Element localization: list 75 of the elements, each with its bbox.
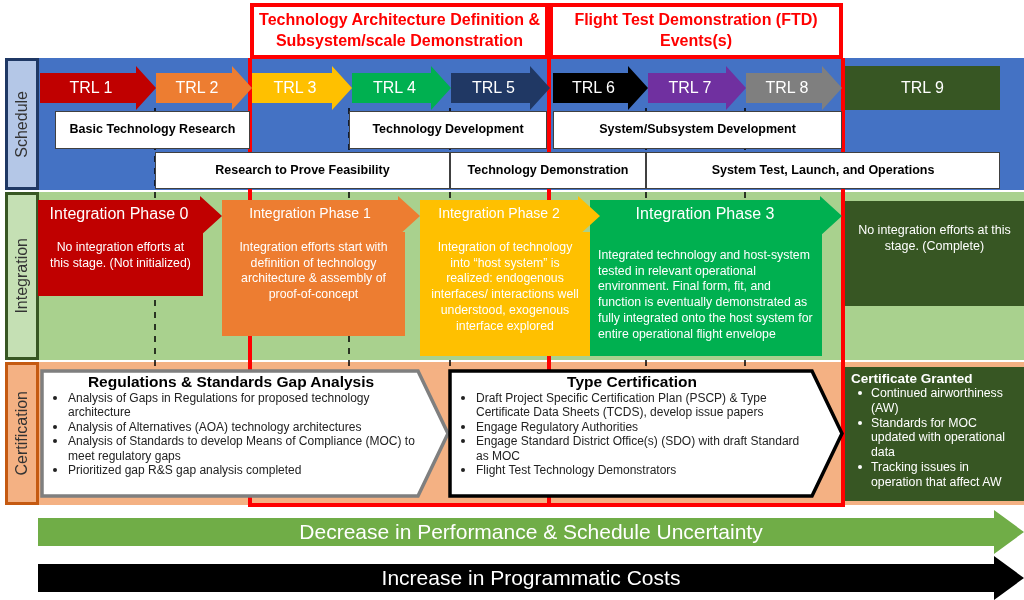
stage-label: No integration efforts at this stage. (Complete) [857, 223, 1012, 255]
bullet-item: Continued airworthiness (AW) [871, 386, 1004, 416]
chevron-box [40, 369, 450, 498]
phase-title: Integration Phase 2 [437, 205, 561, 221]
trend-label: Increase in Programmatic Costs [381, 566, 681, 590]
frame-title: Flight Test Demonstration (FTD) Events(s) [573, 10, 819, 51]
phase-title: Integration Phase 1 [248, 205, 372, 221]
phase-banner [420, 196, 600, 356]
trl-label: TRL 5 [472, 79, 516, 97]
trend-label: Decrease in Performance & Schedule Uncertainty [299, 520, 763, 544]
phase-description: Integration of technology into “host system” is realized: endogenous interfaces/ interactions well understood, exogenous interface explored [430, 240, 580, 335]
stage-label: Technology Demonstration [467, 162, 629, 179]
trl-banner [40, 66, 156, 110]
box-heading: Type Certification [566, 373, 698, 391]
swimlane-band [5, 362, 1024, 505]
trl-banner [746, 66, 842, 110]
bullet-item: Analysis of Gaps in Regulations for proposed technology architecture [68, 391, 371, 420]
trl-label: TRL 1 [69, 79, 114, 97]
frame-title-box [549, 3, 843, 59]
trl-banner [451, 66, 550, 110]
bullet-item: Standards for MOC updated with operational data [871, 415, 1006, 460]
trend-banner [38, 556, 1024, 600]
trl-label: TRL 6 [572, 79, 616, 97]
swimlane-band [5, 192, 1024, 360]
trl-banner [648, 66, 746, 110]
frame-title-box [250, 3, 549, 59]
phase-title: Integration Phase 3 [634, 205, 776, 223]
box-heading: Regulations & Standards Gap Analysis [86, 373, 376, 391]
bullet-item: Engage Standard District Office(s) (SDO) with draft Standard as MOC [476, 434, 801, 463]
phase-description: No integration efforts at this stage. (Not initialized) [49, 240, 192, 272]
lane-label: Schedule [13, 90, 31, 158]
trl-banner [553, 66, 648, 110]
stage-label: Technology Development [372, 122, 524, 138]
stage-label: System/Subsystem Development [599, 122, 796, 138]
trl-banner [352, 66, 451, 110]
trl-label: TRL 7 [668, 79, 713, 97]
lane-label: Certification [13, 391, 31, 476]
box-heading: Certificate Granted [851, 371, 974, 386]
bullet-item: Analysis of Standards to develop Means of Compliance (MOC) to meet regulatory gaps [68, 434, 416, 463]
trl-label: TRL 2 [175, 79, 220, 97]
stage-label: Basic Technology Research [69, 122, 236, 138]
swimlane-band [5, 58, 1024, 190]
stage-box [55, 111, 250, 149]
trl-label: TRL 8 [765, 79, 810, 97]
stage-box [553, 111, 842, 149]
trl-label: TRL 4 [373, 79, 417, 97]
trl-label: TRL 3 [273, 79, 318, 97]
stage-label: System Test, Launch, and Operations [711, 162, 935, 179]
phase-title: Integration Phase 0 [48, 205, 190, 223]
stage-box [646, 152, 1000, 189]
phase-banner [222, 196, 420, 336]
phase-description: Integrated technology and host-system tested in relevant operational environment. Final form, fit, and function is eventually demonstrated as fully integrated onto the host system for entire operational flight envelope [598, 248, 814, 343]
status-card [845, 367, 1024, 501]
phase-description: Integration efforts start with definition of technology architecture & assembly of proof-of-concept [238, 240, 389, 303]
bullet-item: Tracking issues in operation that affect AW [871, 459, 1003, 490]
chevron-box [448, 369, 844, 498]
bullet-item: Flight Test Technology Demonstrators [476, 462, 678, 478]
trl-banner [156, 66, 252, 110]
phase-banner [38, 196, 222, 296]
stage-box [845, 66, 1000, 110]
trend-banner [38, 510, 1024, 554]
phase-banner [590, 196, 842, 356]
bullet-item: Prioritized gap R&S gap analysis completed [68, 462, 303, 478]
stage-box [349, 111, 547, 149]
stage-box [155, 152, 450, 189]
lane-label: Integration [13, 238, 31, 314]
bullet-item: Draft Project Specific Certification Plan (PSCP) & Type Certificate Data Sheets (TCDS), develop issue papers [476, 391, 768, 420]
status-box [845, 201, 1024, 306]
stage-box [450, 152, 646, 189]
bullet-item: Analysis of Alternatives (AOA) technology architectures [68, 419, 363, 435]
frame-title: Technology Architecture Definition & Subsystem/scale Demonstration [258, 10, 541, 51]
trl-banner [252, 66, 352, 110]
stage-label: Research to Prove Feasibility [215, 162, 390, 179]
bullet-item: Engage Regulatory Authorities [476, 419, 640, 435]
stage-label: TRL 9 [901, 78, 944, 98]
